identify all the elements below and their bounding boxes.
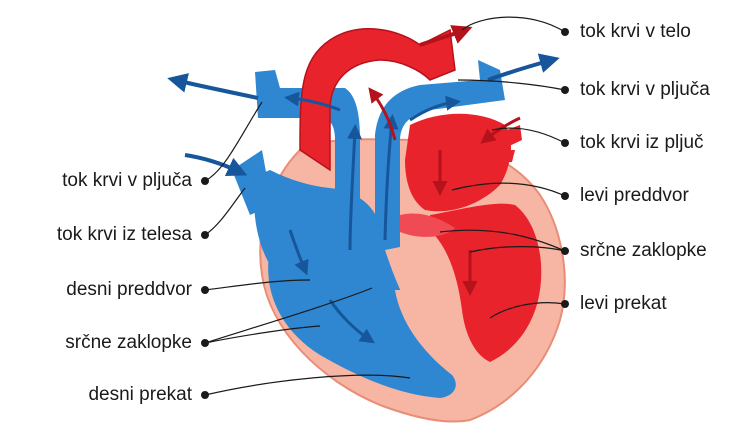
vena-cava [232,150,272,215]
label-left-flow-to-lungs: tok krvi v pljuča [0,170,192,192]
label-left-right-ventricle: desni prekat [0,384,192,406]
arrow-from-body [185,155,240,172]
label-right-valves: srčne zaklopke [580,240,707,262]
label-right-flow-to-body: tok krvi v telo [580,21,691,43]
arrow-to-lungs-left [175,80,258,98]
label-right-flow-from-lungs: tok krvi iz pljuč [580,132,704,154]
label-right-left-atrium: levi preddvor [580,185,689,207]
label-right-left-ventricle: levi prekat [580,293,667,315]
label-left-right-atrium: desni preddvor [0,279,192,301]
label-right-flow-to-lungs: tok krvi v pljuča [580,79,710,101]
label-left-flow-from-body: tok krvi iz telesa [0,224,192,246]
label-left-valves: srčne zaklopke [0,332,192,354]
